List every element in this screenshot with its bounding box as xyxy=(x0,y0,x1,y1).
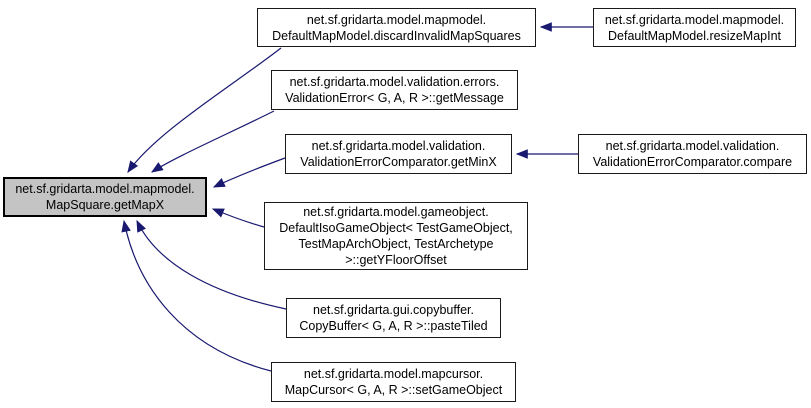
edge-setgameobject-to-getmapx xyxy=(121,219,272,372)
node-defaultmapmodel-discardinvalidmapsquares[interactable]: net.sf.gridarta.model.mapmodel. DefaultM… xyxy=(257,8,536,47)
node-defaultmapmodel-resizemapint[interactable]: net.sf.gridarta.model.mapmodel. DefaultM… xyxy=(593,8,796,47)
node-validationerrorcomparator-getminx[interactable]: net.sf.gridarta.model.validation. Valida… xyxy=(285,134,512,174)
node-mapsquare-getmapx[interactable]: net.sf.gridarta.model.mapmodel. MapSquar… xyxy=(3,177,207,217)
node-defaultisogameobject-getyflooroffset[interactable]: net.sf.gridarta.model.gameobject. Defaul… xyxy=(264,202,528,270)
node-label-line: net.sf.gridarta.model.mapcursor. xyxy=(303,367,484,381)
node-label-line: >::getYFloorOffset xyxy=(345,253,447,267)
node-label-line: TestMapArchObject, TestArchetype xyxy=(298,237,494,251)
node-copybuffer-pastetiled[interactable]: net.sf.gridarta.gui.copybuffer. CopyBuff… xyxy=(286,298,501,338)
node-mapcursor-setgameobject[interactable]: net.sf.gridarta.model.mapcursor. MapCurs… xyxy=(271,362,516,402)
node-label-line: net.sf.gridarta.model.validation. xyxy=(605,139,780,153)
node-label-line: net.sf.gridarta.model.mapmodel. xyxy=(15,182,195,196)
node-label-line: net.sf.gridarta.model.mapmodel. xyxy=(604,12,785,27)
node-label-line: net.sf.gridarta.model.mapmodel. xyxy=(306,12,487,27)
node-label-line: ValidationErrorComparator.getMinX xyxy=(300,155,497,169)
edge-discard-to-getmapx xyxy=(127,47,282,173)
node-label-line: DefaultMapModel.discardInvalidMapSquares xyxy=(272,28,521,43)
node-validationerrorcomparator-compare[interactable]: net.sf.gridarta.model.validation. Valida… xyxy=(578,134,807,174)
node-label-line: MapCursor< G, A, R >::setGameObject xyxy=(284,383,503,397)
node-label-line: CopyBuffer< G, A, R >::pasteTiled xyxy=(299,319,488,333)
node-label-line: ValidationError< G, A, R >::getMessage xyxy=(285,91,504,105)
node-validationerror-getmessage[interactable]: net.sf.gridarta.model.validation.errors.… xyxy=(271,70,518,110)
node-label-line: ValidationErrorComparator.compare xyxy=(592,155,793,169)
edge-getmessage-to-getmapx xyxy=(150,110,275,173)
node-label-line: net.sf.gridarta.model.gameobject. xyxy=(303,205,489,219)
node-label-line: DefaultIsoGameObject< TestGameObject, xyxy=(279,221,513,235)
node-label-line: DefaultMapModel.resizeMapInt xyxy=(608,28,781,43)
edge-getyflooroffset-to-getmapx xyxy=(211,208,265,228)
node-label-line: net.sf.gridarta.model.validation.errors. xyxy=(289,75,500,89)
node-label-line: net.sf.gridarta.model.validation. xyxy=(311,139,486,153)
node-label-line: net.sf.gridarta.gui.copybuffer. xyxy=(313,303,474,317)
node-label-line: MapSquare.getMapX xyxy=(45,198,165,212)
edge-getminx-to-getmapx xyxy=(212,157,286,188)
